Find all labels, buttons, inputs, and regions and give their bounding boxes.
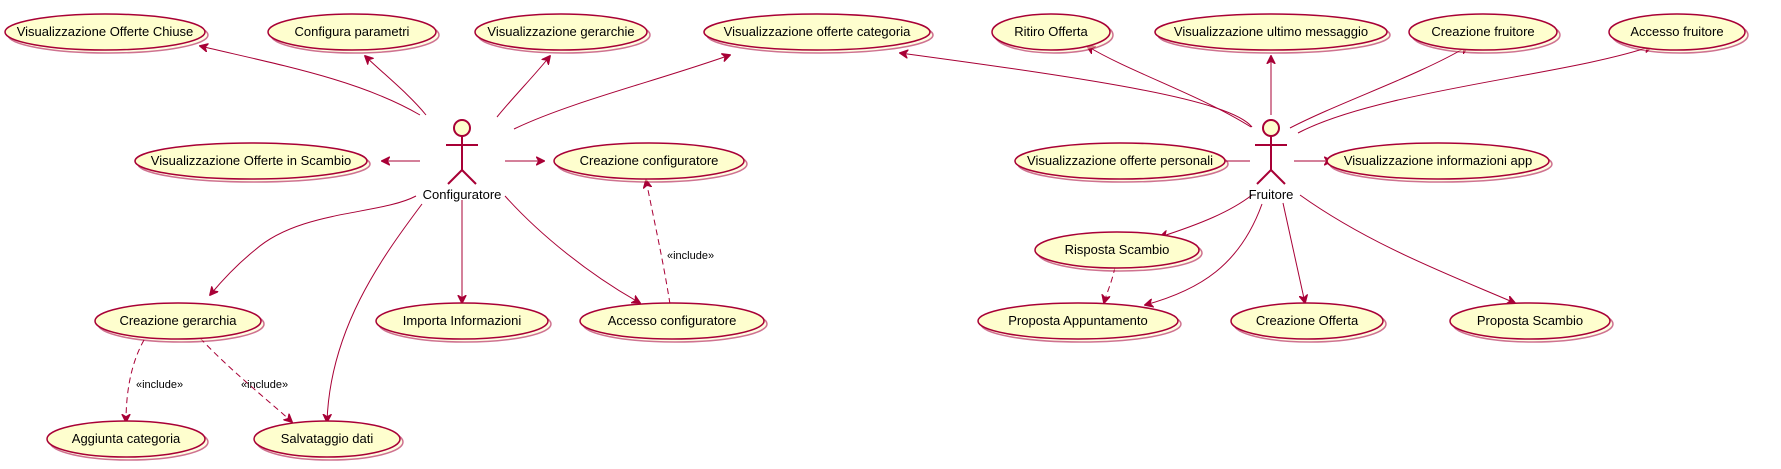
use-case-proposta-appuntamento[interactable]: Proposta Appuntamento	[977, 302, 1182, 343]
use-case-aggiunta-categoria[interactable]: Aggiunta categoria	[46, 420, 209, 461]
use-case-proposta-scambio[interactable]: Proposta Scambio	[1449, 302, 1614, 343]
svg-text:Proposta Appuntamento: Proposta Appuntamento	[1008, 313, 1148, 328]
svg-text:Visualizzazione Offerte Chiuse: Visualizzazione Offerte Chiuse	[17, 24, 194, 39]
use-case-importa-informazioni[interactable]: Importa Informazioni	[375, 302, 552, 343]
svg-text:Proposta Scambio: Proposta Scambio	[1477, 313, 1583, 328]
edge-configuratore-vis-offerte-categoria	[513, 55, 730, 130]
edges	[126, 46, 1652, 422]
use-case-creazione-gerarchia[interactable]: Creazione gerarchia	[94, 302, 265, 343]
svg-text:Salvataggio dati: Salvataggio dati	[281, 431, 374, 446]
svg-text:Visualizzazione offerte catego: Visualizzazione offerte categoria	[724, 24, 911, 39]
svg-text:Accesso configuratore: Accesso configuratore	[608, 313, 737, 328]
svg-text:Aggiunta categoria: Aggiunta categoria	[72, 431, 181, 446]
svg-text:Creazione gerarchia: Creazione gerarchia	[119, 313, 237, 328]
use-case-vis-gerarchie[interactable]: Visualizzazione gerarchie	[474, 13, 651, 54]
use-case-vis-ultimo-messaggio[interactable]: Visualizzazione ultimo messaggio	[1154, 13, 1391, 54]
use-case-creazione-fruitore[interactable]: Creazione fruitore	[1408, 13, 1561, 54]
use-case-risposta-scambio[interactable]: Risposta Scambio	[1034, 231, 1203, 272]
edge-configuratore-configura-parametri	[365, 56, 427, 116]
edge-configuratore-salvataggio-dati	[327, 203, 423, 422]
edge-accesso-include-creazione-configuratore	[646, 180, 671, 305]
use-case-ritiro-offerta[interactable]: Ritiro Offerta	[991, 13, 1114, 54]
svg-text:Risposta Scambio: Risposta Scambio	[1065, 242, 1170, 257]
svg-text:Importa Informazioni: Importa Informazioni	[403, 313, 522, 328]
edge-configuratore-accesso-configuratore	[504, 195, 640, 303]
include-label-accesso-configuratore: «include»	[667, 250, 714, 262]
actor-fruitore[interactable]: Fruitore	[1249, 119, 1294, 202]
include-label-salvataggio-dati: «include»	[241, 379, 288, 391]
edge-fruitore-proposta-appuntamento	[1145, 203, 1263, 305]
edge-risposta-scambio-to-proposta-appuntamento	[1104, 266, 1116, 303]
use-case-vis-offerte-personali[interactable]: Visualizzazione offerte personali	[1014, 142, 1229, 183]
use-case-salvataggio-dati[interactable]: Salvataggio dati	[253, 420, 404, 461]
edge-fruitore-creazione-fruitore	[1289, 46, 1468, 129]
use-case-creazione-offerta[interactable]: Creazione Offerta	[1230, 302, 1387, 343]
actor-configuratore[interactable]: Configuratore	[423, 119, 502, 202]
edge-configuratore-vis-offerte-chiuse	[200, 46, 421, 116]
actor-fruitore-label: Fruitore	[1249, 187, 1294, 202]
use-case-accesso-fruitore[interactable]: Accesso fruitore	[1608, 13, 1749, 54]
edge-fruitore-creazione-offerta	[1282, 202, 1305, 303]
svg-text:Visualizzazione gerarchie: Visualizzazione gerarchie	[487, 24, 634, 39]
edge-configuratore-creazione-gerarchia	[210, 195, 417, 295]
use-case-vis-offerte-chiuse[interactable]: Visualizzazione Offerte Chiuse	[4, 13, 209, 54]
svg-text:Accesso fruitore: Accesso fruitore	[1630, 24, 1723, 39]
edge-fruitore-accesso-fruitore	[1297, 46, 1652, 134]
svg-text:Creazione Offerta: Creazione Offerta	[1256, 313, 1359, 328]
use-case-configura-parametri[interactable]: Configura parametri	[267, 13, 440, 54]
include-label-aggiunta-categoria: «include»	[136, 379, 183, 391]
use-case-accesso-configuratore[interactable]: Accesso configuratore	[579, 302, 768, 343]
svg-text:Visualizzazione ultimo messagg: Visualizzazione ultimo messaggio	[1174, 24, 1368, 39]
edge-gerarchia-include-aggiunta-categoria	[126, 339, 145, 422]
svg-text:Visualizzazione offerte person: Visualizzazione offerte personali	[1027, 153, 1213, 168]
use-case-vis-offerte-scambio[interactable]: Visualizzazione Offerte in Scambio	[134, 142, 371, 183]
use-case-creazione-configuratore[interactable]: Creazione configuratore	[553, 142, 748, 183]
edge-fruitore-proposta-scambio	[1299, 194, 1515, 303]
edge-fruitore-risposta-scambio	[1160, 194, 1253, 237]
svg-text:Visualizzazione Offerte in Sca: Visualizzazione Offerte in Scambio	[151, 153, 351, 168]
svg-text:Configura parametri: Configura parametri	[295, 24, 410, 39]
edge-configuratore-vis-gerarchie	[496, 56, 550, 118]
edge-fruitore-ritiro-offerta	[1087, 46, 1252, 128]
use-case-vis-offerte-categoria[interactable]: Visualizzazione offerte categoria	[703, 13, 934, 54]
svg-text:Creazione configuratore: Creazione configuratore	[580, 153, 719, 168]
svg-text:Visualizzazione informazioni a: Visualizzazione informazioni app	[1344, 153, 1532, 168]
actor-configuratore-label: Configuratore	[423, 187, 502, 202]
use-case-vis-info-app[interactable]: Visualizzazione informazioni app	[1326, 142, 1553, 183]
svg-text:Creazione fruitore: Creazione fruitore	[1431, 24, 1534, 39]
edge-fruitore-vis-offerte-categoria	[900, 53, 1253, 128]
edge-gerarchia-include-salvataggio	[199, 337, 292, 422]
svg-text:Ritiro Offerta: Ritiro Offerta	[1014, 24, 1088, 39]
